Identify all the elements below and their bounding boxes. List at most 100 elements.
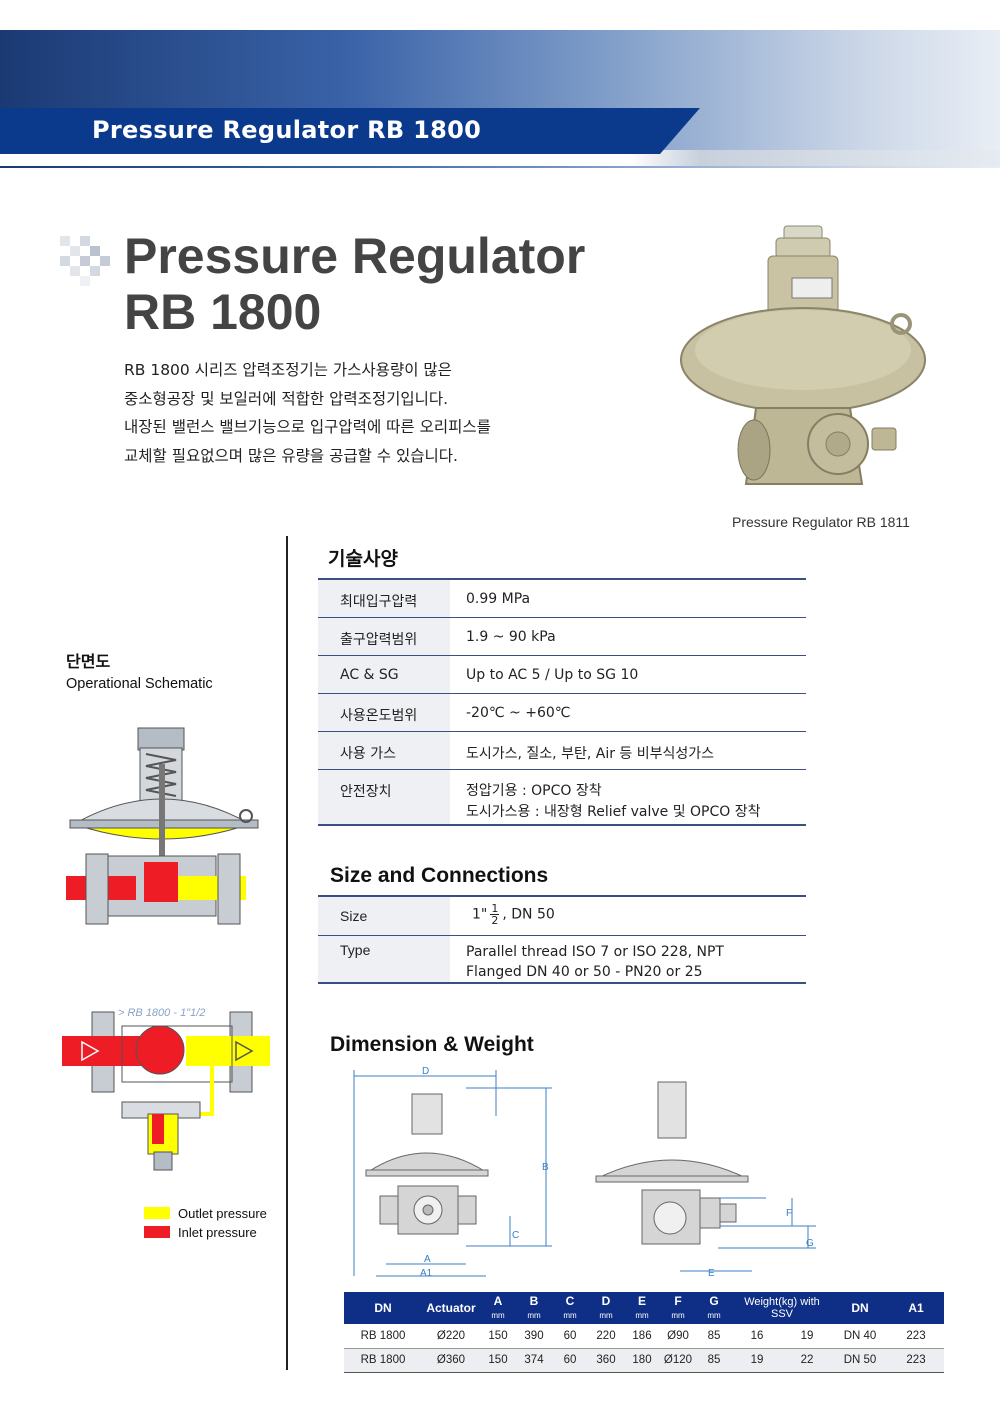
table-cell: 85 [696,1324,732,1349]
dim-label-e: E [708,1268,715,1279]
table-row: RB 1800 Ø220 150 390 60 220 186 Ø90 85 1… [344,1324,944,1349]
col-header: DN [832,1292,888,1324]
table-cell: DN 40 [832,1324,888,1349]
col-header: A1 [888,1292,944,1324]
type-value: Parallel thread ISO 7 or ISO 228, NPT Fl… [450,935,806,984]
table-cell: 19 [732,1348,782,1373]
banner-title: Pressure Regulator RB 1800 [92,116,482,144]
fraction-numerator: 1 [490,902,500,915]
col-header-unit: mm [707,1310,721,1320]
table-row: RB 1800 Ø360 150 374 60 360 180 Ø120 85 … [344,1348,944,1373]
col-header-unit: mm [599,1310,613,1320]
table-row: 사용 가스 도시가스, 질소, 부탄, Air 등 비부식성가스 [318,731,806,770]
schematic-title-ko: 단면도 [66,652,111,671]
spec-value: -20℃ ~ +60℃ [450,693,806,732]
table-cell: Ø360 [422,1348,480,1373]
spec-value: 0.99 MPa [450,578,806,618]
table-cell: 85 [696,1348,732,1373]
page-title-line2: RB 1800 [124,284,322,340]
size-prefix: 1" [472,906,488,923]
spec-value: 정압기용 : OPCO 장착 도시가스용 : 내장형 Relief valve … [450,769,806,826]
col-header-label: D [601,1293,611,1308]
intro-line: 내장된 밸런스 밸브기능으로 입구압력에 따른 오리피스를 [124,418,491,436]
page-title: Pressure Regulator RB 1800 [124,228,585,340]
spec-key: 최대입구압력 [318,578,450,618]
spec-value: Up to AC 5 / Up to SG 10 [450,655,806,694]
dimension-title: Dimension & Weight [330,1033,534,1056]
col-header-unit: mm [527,1310,541,1320]
col-header-label: C [565,1293,575,1308]
legend-swatch-yellow [144,1207,170,1219]
intro-text: RB 1800 시리즈 압력조정기는 가스사용량이 많은 중소형공장 및 보일러… [124,356,491,470]
dim-label-c: C [512,1230,519,1241]
col-header-label: F [674,1293,682,1308]
table-cell: 150 [480,1348,516,1373]
col-header: Actuator [422,1292,480,1324]
table-cell: Ø120 [660,1348,696,1373]
table-cell: Ø90 [660,1324,696,1349]
table-row: AC & SG Up to AC 5 / Up to SG 10 [318,655,806,694]
table-cell: 150 [480,1324,516,1349]
col-header-unit: mm [635,1310,649,1320]
col-header-label: G [709,1293,719,1308]
size-suffix: , DN 50 [502,906,555,923]
table-cell: 16 [732,1324,782,1349]
table-cell: 360 [588,1348,624,1373]
fraction-denominator: 2 [491,914,499,927]
type-line: Flanged DN 40 or 50 - PN20 or 25 [466,963,703,980]
column-divider [286,536,288,1370]
table-cell: 223 [888,1324,944,1349]
dim-label-a1: A1 [420,1268,433,1279]
table-cell: 60 [552,1324,588,1349]
checker-decoration-icon [60,236,110,286]
col-header-label: A [493,1293,503,1308]
table-cell: 186 [624,1324,660,1349]
legend-label: Inlet pressure [178,1224,257,1240]
specs-table: 최대입구압력 0.99 MPa 출구압력범위 1.9 ~ 90 kPa AC &… [318,578,806,826]
table-row: 출구압력범위 1.9 ~ 90 kPa [318,617,806,656]
type-line: Parallel thread ISO 7 or ISO 228, NPT [466,943,724,960]
table-cell: DN 50 [832,1348,888,1373]
spec-key: 안전장치 [318,769,450,826]
col-header-label: B [529,1293,539,1308]
dim-label-f: F [786,1208,792,1219]
dim-label-b: B [542,1162,549,1173]
table-cell: 223 [888,1348,944,1373]
spec-key: 출구압력범위 [318,617,450,656]
table-cell: 220 [588,1324,624,1349]
legend-item-outlet: Outlet pressure [144,1204,267,1222]
spec-key: 사용온도범위 [318,693,450,732]
rb1800-schematic-diagram: > RB 1800 - 1"1/2 [62,1007,270,1171]
spec-key: 사용 가스 [318,731,450,770]
table-cell: 390 [516,1324,552,1349]
operational-schematic-diagram [66,727,259,925]
dim-label-d: D [422,1066,429,1077]
spec-key: AC & SG [318,655,450,694]
table-row: Type Parallel thread ISO 7 or ISO 228, N… [318,935,806,984]
schematic-title-en: Operational Schematic [66,676,213,692]
table-cell: 19 [781,1324,832,1349]
schematic-legend: Outlet pressure Inlet pressure [144,1204,267,1242]
table-row: 사용온도범위 -20℃ ~ +60℃ [318,693,806,732]
table-cell: 374 [516,1348,552,1373]
spec-value-line: 도시가스용 : 내장형 Relief valve 및 OPCO 장착 [466,803,761,820]
spec-value-line: 정압기용 : OPCO 장착 [466,782,602,799]
page-title-line1: Pressure Regulator [124,228,586,284]
col-header: DN [344,1292,422,1324]
product-caption: Pressure Regulator RB 1811 [732,514,910,530]
table-row: 안전장치 정압기용 : OPCO 장착 도시가스용 : 내장형 Relief v… [318,769,806,826]
col-header-unit: mm [563,1310,577,1320]
schematic-callout: > RB 1800 - 1"1/2 [118,1007,205,1019]
intro-line: 중소형공장 및 보일러에 적합한 압력조정기입니다. [124,389,449,408]
